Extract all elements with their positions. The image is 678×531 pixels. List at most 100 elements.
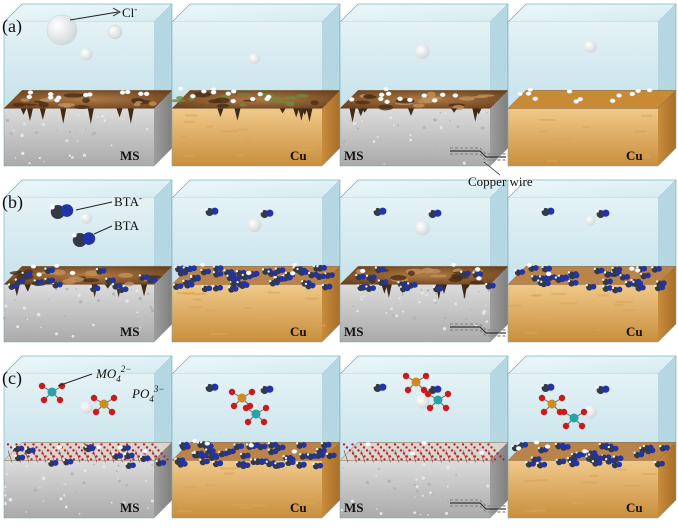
copper-texture <box>629 145 645 148</box>
bta-molecule <box>24 447 36 455</box>
bta-azole <box>211 383 219 391</box>
bta-azole <box>143 274 150 280</box>
steel-texture-dot <box>388 138 390 140</box>
corrosion-patch <box>470 280 484 285</box>
phosphate-node <box>396 446 400 449</box>
phosphate-node <box>456 455 460 458</box>
mild-steel-block <box>340 108 490 166</box>
bta-molecule <box>602 285 613 292</box>
bta-azole <box>616 286 623 293</box>
phosphate-node <box>374 458 378 461</box>
corrosion-patch <box>12 102 25 107</box>
oxygen-atom <box>110 394 118 402</box>
steel-texture-dot <box>427 482 431 487</box>
bta-molecule <box>651 265 662 273</box>
steel-texture-dot <box>409 134 412 137</box>
bta-h <box>138 274 141 277</box>
bta-azole <box>238 443 245 450</box>
bta-molecule <box>428 385 442 394</box>
ion-bubble <box>629 266 635 271</box>
water-side-face <box>322 356 340 461</box>
steel-texture-dot <box>82 153 87 157</box>
bta-azole <box>223 450 229 457</box>
copper-texture <box>183 293 201 296</box>
steel-texture-dot <box>355 511 358 514</box>
bta-h <box>199 441 203 444</box>
steel-texture-dot <box>85 128 87 131</box>
bta-molecule <box>295 461 307 469</box>
bta-h <box>223 269 226 272</box>
bta-molecule <box>587 453 599 460</box>
steel-texture-dot <box>50 504 54 508</box>
steel-texture-dot <box>63 315 66 318</box>
molybdate-ion <box>424 390 452 412</box>
oxygen-atom <box>442 404 450 412</box>
water-top-face <box>507 3 677 23</box>
copper-wire <box>450 147 506 155</box>
copper-texture <box>196 489 205 492</box>
steel-texture-dot <box>57 483 59 485</box>
phosphate-node <box>408 449 411 452</box>
phosphate-node <box>40 443 44 446</box>
steel-texture-dot <box>102 156 104 159</box>
bta-azole <box>598 267 605 274</box>
bta-molecule <box>432 285 444 293</box>
bta-molecule <box>554 442 566 450</box>
steel-texture-dot <box>434 301 437 304</box>
water-side-face <box>322 180 340 285</box>
copper-texture <box>220 467 238 470</box>
steel-texture-dot <box>430 335 433 337</box>
ion-bubble <box>409 451 416 456</box>
steel-texture-dot <box>478 291 480 293</box>
steel-texture-dot <box>375 474 378 477</box>
bta-h <box>651 266 654 269</box>
ion-bubble <box>527 87 534 92</box>
copper-texture <box>533 509 546 512</box>
phosphate-node <box>357 449 360 452</box>
phosphate-node <box>502 458 505 461</box>
bta-h <box>654 284 657 287</box>
bta-azole <box>230 448 236 455</box>
phosphate-node <box>405 455 409 458</box>
bta-azole <box>559 276 566 282</box>
bta-h <box>233 443 236 446</box>
steel-texture-dot <box>439 126 443 130</box>
corrosion-patch <box>82 278 99 283</box>
steel-texture-dot <box>26 318 29 320</box>
ion-bubble <box>545 271 552 277</box>
phosphate-node <box>66 443 69 446</box>
steel-texture-dot <box>389 116 393 120</box>
floating-bubble <box>415 220 430 236</box>
bta-molecule <box>225 448 236 456</box>
phosphate-node <box>473 446 476 449</box>
bta-h <box>636 265 639 269</box>
bta-molecule <box>633 451 645 459</box>
steel-texture-dot <box>149 305 153 309</box>
phosphate-bond <box>394 450 400 463</box>
bta-azole <box>519 269 526 275</box>
steel-texture-dot <box>465 317 468 321</box>
oxygen-atom <box>558 394 566 402</box>
bta-molecule <box>659 444 670 452</box>
bta-h <box>531 275 534 278</box>
bta-h <box>292 266 295 269</box>
phosphate-node <box>134 443 137 446</box>
bta-azole <box>232 285 239 292</box>
bta-h <box>365 274 369 277</box>
phosphate-bond <box>420 450 425 463</box>
oxygen-atom <box>538 394 546 402</box>
bta-h <box>7 283 11 286</box>
phosphate-node <box>345 446 349 449</box>
bta-h <box>591 460 594 463</box>
bta-azole <box>564 444 571 450</box>
phosphate-node <box>456 446 459 449</box>
copper-wire-label: Copper wire <box>468 174 533 189</box>
steel-texture-dot <box>412 316 417 320</box>
bta-azole <box>547 383 555 391</box>
bta-molecule <box>125 462 136 470</box>
bta-h <box>514 269 517 272</box>
copper-texture <box>224 472 235 475</box>
steel-texture-dot <box>29 500 31 503</box>
row-label: (b) <box>2 192 23 213</box>
ion-bubble <box>573 99 579 104</box>
